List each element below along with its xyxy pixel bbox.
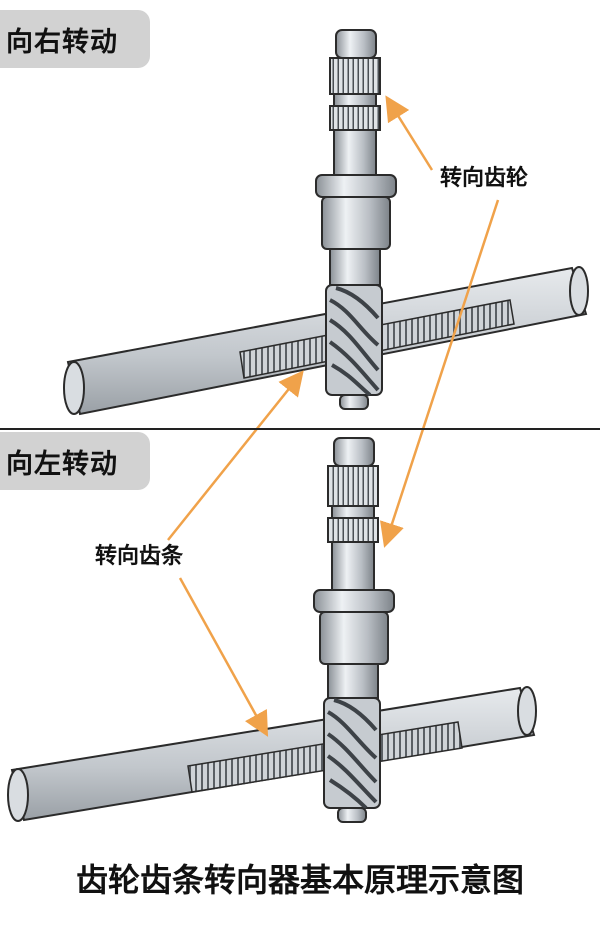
panel-label-left-turn: 向左转动 — [0, 432, 150, 490]
callout-arrows — [167, 95, 500, 737]
top-steering-pinion — [315, 29, 397, 410]
steering-rack-label: 转向齿条 — [95, 544, 184, 569]
gear-arrow-bottom — [380, 199, 500, 548]
rack-arrow-bottom — [178, 577, 269, 737]
panel-label-left-turn-text: 向左转动 — [6, 448, 118, 480]
gear-arrow-top — [385, 95, 434, 171]
rack-arrow-top — [167, 370, 304, 541]
bottom-assembly — [7, 437, 537, 823]
bottom-steering-pinion — [313, 437, 395, 823]
diagram-caption: 齿轮齿条转向器基本原理示意图 — [75, 861, 524, 899]
panel-divider — [0, 428, 600, 430]
panel-label-right-turn: 向右转动 — [0, 10, 150, 68]
top-assembly — [63, 29, 589, 416]
bottom-steering-rack — [7, 686, 537, 822]
steering-gear-label: 转向齿轮 — [440, 166, 529, 191]
panel-label-right-turn-text: 向右转动 — [6, 26, 118, 58]
